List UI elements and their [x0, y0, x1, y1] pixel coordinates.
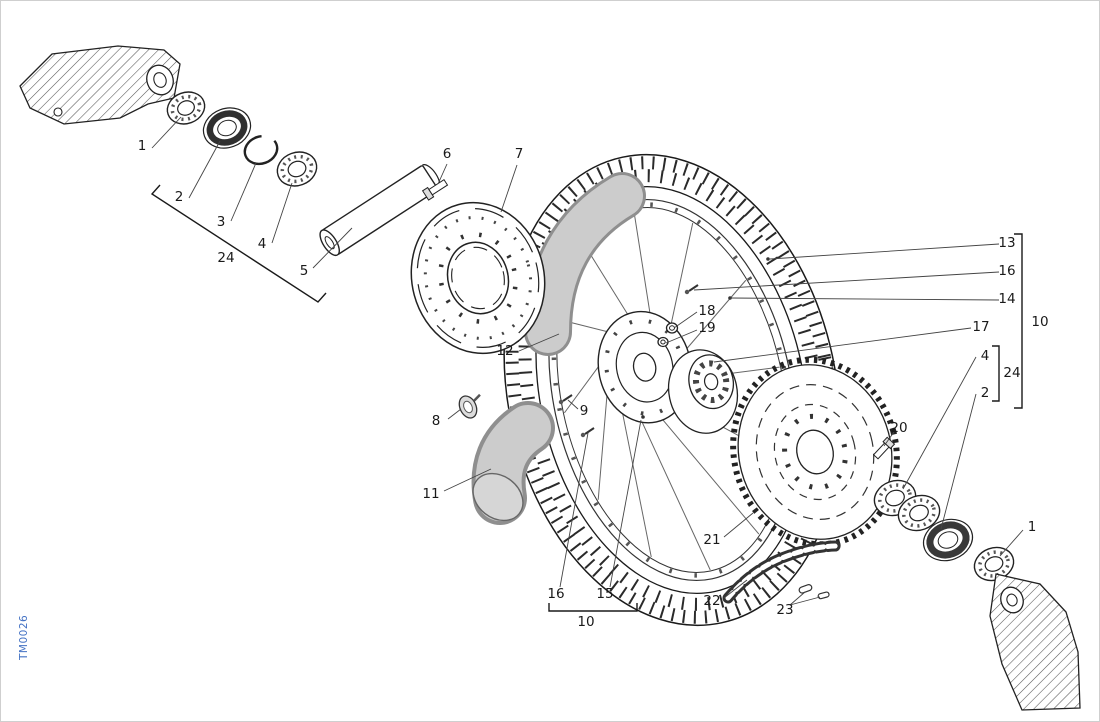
callout-24-right: 24 [1003, 365, 1020, 381]
bracket-right-24 [992, 345, 1000, 402]
hub-nut [665, 322, 679, 334]
callout-9: 9 [580, 403, 589, 419]
group-brackets [150, 184, 1023, 612]
callout-10-right: 10 [1031, 314, 1048, 330]
hub [597, 310, 739, 434]
callout-16-bottom: 16 [547, 586, 564, 602]
callout-1-left: 1 [138, 138, 147, 154]
bracket-bottom-10 [548, 603, 638, 612]
callout-22: 22 [703, 593, 720, 609]
sprocket-bolt [872, 436, 896, 460]
circlip [243, 134, 279, 166]
brake-disc [410, 201, 546, 355]
callout-12: 12 [496, 343, 513, 359]
callout-19: 19 [698, 320, 715, 336]
watermark-code: TM0026 [18, 615, 30, 661]
callout-16-right: 16 [998, 263, 1015, 279]
callout-4-right: 4 [981, 348, 990, 364]
rim-band-lower [471, 401, 555, 525]
callout-13: 13 [998, 235, 1015, 251]
callout-11: 11 [422, 486, 439, 502]
callout-23: 23 [776, 602, 793, 618]
callout-15: 15 [596, 586, 613, 602]
rim-band-upper [524, 172, 646, 356]
seal-ring-left [202, 107, 252, 149]
callout-8: 8 [432, 413, 441, 429]
rear-wheel [503, 153, 841, 627]
chain-master-link [798, 584, 830, 600]
swingarm-bottom-right [989, 573, 1081, 711]
callout-1-right: 1 [1028, 519, 1037, 535]
callout-2-right: 2 [981, 385, 990, 401]
callout-10-bottom: 10 [577, 614, 594, 630]
callout-24-left: 24 [217, 250, 234, 266]
swingarm-top-left [19, 45, 181, 125]
bearing-left-inner [276, 151, 318, 187]
callout-17: 17 [972, 319, 989, 335]
callout-20: 20 [890, 420, 907, 436]
seal-ring-right [922, 518, 974, 562]
callout-2-left: 2 [175, 189, 184, 205]
spoke-nipple-screws [558, 257, 770, 438]
bearing-left [166, 91, 206, 125]
callout-3: 3 [217, 214, 226, 230]
callout-labels: 1 2 3 4 24 5 6 7 13 16 14 10 17 4 24 2 1… [138, 138, 1049, 630]
bearing-right-b [897, 494, 941, 532]
hub-washer [657, 336, 669, 348]
callout-4-left: 4 [258, 236, 267, 252]
bolt-small [421, 178, 449, 201]
bracket-right-10 [1014, 233, 1023, 409]
callout-14: 14 [998, 291, 1015, 307]
plug-cap [458, 393, 481, 419]
callout-21: 21 [703, 532, 720, 548]
callout-7: 7 [515, 146, 524, 162]
leader-lines [151, 116, 1024, 606]
callout-18: 18 [698, 303, 715, 319]
callout-5: 5 [300, 263, 309, 279]
sprocket [730, 356, 900, 548]
bracket-left-24 [150, 184, 327, 303]
callout-6: 6 [443, 146, 452, 162]
